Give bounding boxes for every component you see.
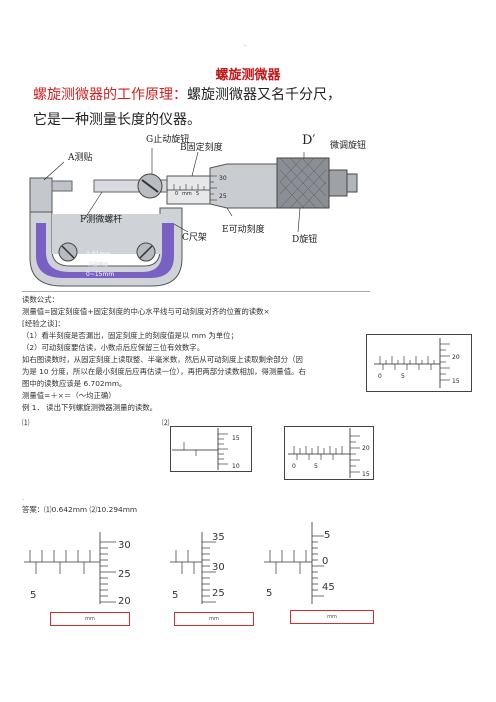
g1-mark-20: 20	[118, 596, 131, 606]
frame-range: 0~15mm	[86, 271, 114, 278]
g1-mark-30: 30	[118, 540, 131, 551]
divider	[22, 291, 370, 292]
thimble-mark-25: 25	[219, 193, 227, 200]
intro-line-1: 螺旋测微器的工作原理：螺旋测微器又名千分尺，	[33, 86, 341, 104]
right-scale-mark-5: 5	[401, 373, 405, 380]
answer-line: 答案：⑴0.642mm ⑵10.294mm	[22, 505, 138, 514]
example-title: 例 1． 读出下列螺旋测微器测量的读数。	[22, 403, 158, 412]
micrometer-illustration: 0.01mm 测量精度 0~15mm 0 mm 5 30 25	[22, 128, 372, 290]
tip-1: （1）看半刻度是否漏出，固定刻度上的刻度值是以 mm 为单位；	[22, 331, 238, 340]
g2-mark-30: 30	[212, 562, 225, 573]
frame-label: 测量精度	[88, 261, 108, 268]
intro-line-1-rest: 螺旋测微器又名千分尺，	[187, 87, 341, 103]
label-frame: C尺架	[182, 233, 207, 243]
tip-2: （2）可动刻度要估读，小数点后应保留三位有效数字。	[22, 343, 205, 352]
measure-line: 测量值=＋×＝（～均正确）	[22, 391, 116, 400]
right-scale-mark-15: 15	[452, 378, 460, 385]
intro-line-2: 它是一种测量长度的仪器。	[33, 112, 201, 128]
sleeve-mark-0: 0	[175, 191, 178, 197]
g3-unit-box: mm	[290, 610, 374, 624]
thimble-mark-30: 30	[219, 175, 227, 182]
ex1-mark-15: 15	[232, 435, 240, 442]
example-2-label: ⑵	[162, 418, 170, 427]
formula: 测量值=固定刻度值+固定刻度的中心水平线与可动刻度对齐的位置的读数×	[22, 307, 270, 316]
label-thimble: E可动刻度	[222, 225, 265, 235]
bottom-figure-1: 30 25 20 5	[24, 532, 131, 606]
ex1-mark-10: 10	[232, 463, 240, 470]
label-ratchet-letter: D′	[302, 133, 316, 148]
ex2-mark-15: 15	[362, 471, 370, 478]
header-dot: -	[244, 42, 247, 49]
g2-sleeve-5: 5	[172, 590, 178, 601]
para-line-3: 图中的读数应该是 6.702mm。	[22, 379, 127, 388]
right-scale-mark-20: 20	[452, 354, 460, 361]
label-spindle: F测微螺杆	[80, 215, 123, 225]
ex2-mark-20: 20	[362, 445, 370, 452]
label-ratchet: 微调旋钮	[330, 141, 367, 151]
g1-mark-25: 25	[118, 569, 131, 580]
g1-sleeve-5: 5	[30, 590, 36, 601]
ex2-mark-0: 0	[292, 463, 296, 470]
example-1-figure: 15 10	[170, 426, 252, 472]
g2-mark-25: 25	[212, 588, 225, 599]
sleeve-mark-unit: mm	[182, 191, 192, 197]
bottom-figure-3: 5 0 45 5	[264, 522, 335, 604]
g2-mark-35: 35	[212, 532, 225, 543]
frame-precision: 0.01mm	[86, 251, 111, 258]
label-lock: G止动旋钮	[146, 135, 190, 145]
ex2-mark-5: 5	[314, 463, 318, 470]
right-scale-mark-0: 0	[378, 373, 382, 380]
bottom-figure-2: 35 30 25 5	[170, 532, 225, 604]
page-title: 螺旋测微器	[215, 68, 281, 83]
sleeve-mark-5: 5	[196, 191, 199, 197]
g1-unit-box: mm	[50, 612, 130, 626]
small-dot: .	[22, 493, 25, 502]
label-sleeve: B固定刻度	[180, 143, 223, 153]
formula-title: 读数公式：	[22, 295, 59, 304]
right-scale-figure: 20 15 0 5	[366, 334, 472, 392]
para-line-2: 为是 10 分度，所以在最小刻度后应再估读一位），再把两部分读数相加，得测量值。…	[22, 367, 306, 376]
g3-mark-0: 0	[322, 556, 328, 567]
label-anvil: A测贴	[68, 153, 93, 163]
label-knob: D旋钮	[292, 235, 318, 245]
principle-label: 螺旋测微器的工作原理：	[33, 87, 187, 103]
g3-sleeve-5: 5	[266, 588, 272, 599]
example-2-figure: 0 5 20 15	[284, 426, 374, 480]
g3-mark-5: 5	[324, 530, 330, 541]
g2-unit-box: mm	[174, 612, 254, 626]
example-1-label: ⑴	[22, 418, 30, 427]
g3-mark-45: 45	[322, 582, 335, 593]
tips-title: [经验之谈]：	[22, 319, 65, 328]
para-line-1: 如右图读数时，从固定刻度上读取整、半毫米数，然后从可动刻度上读取剩余部分（因	[22, 355, 303, 364]
